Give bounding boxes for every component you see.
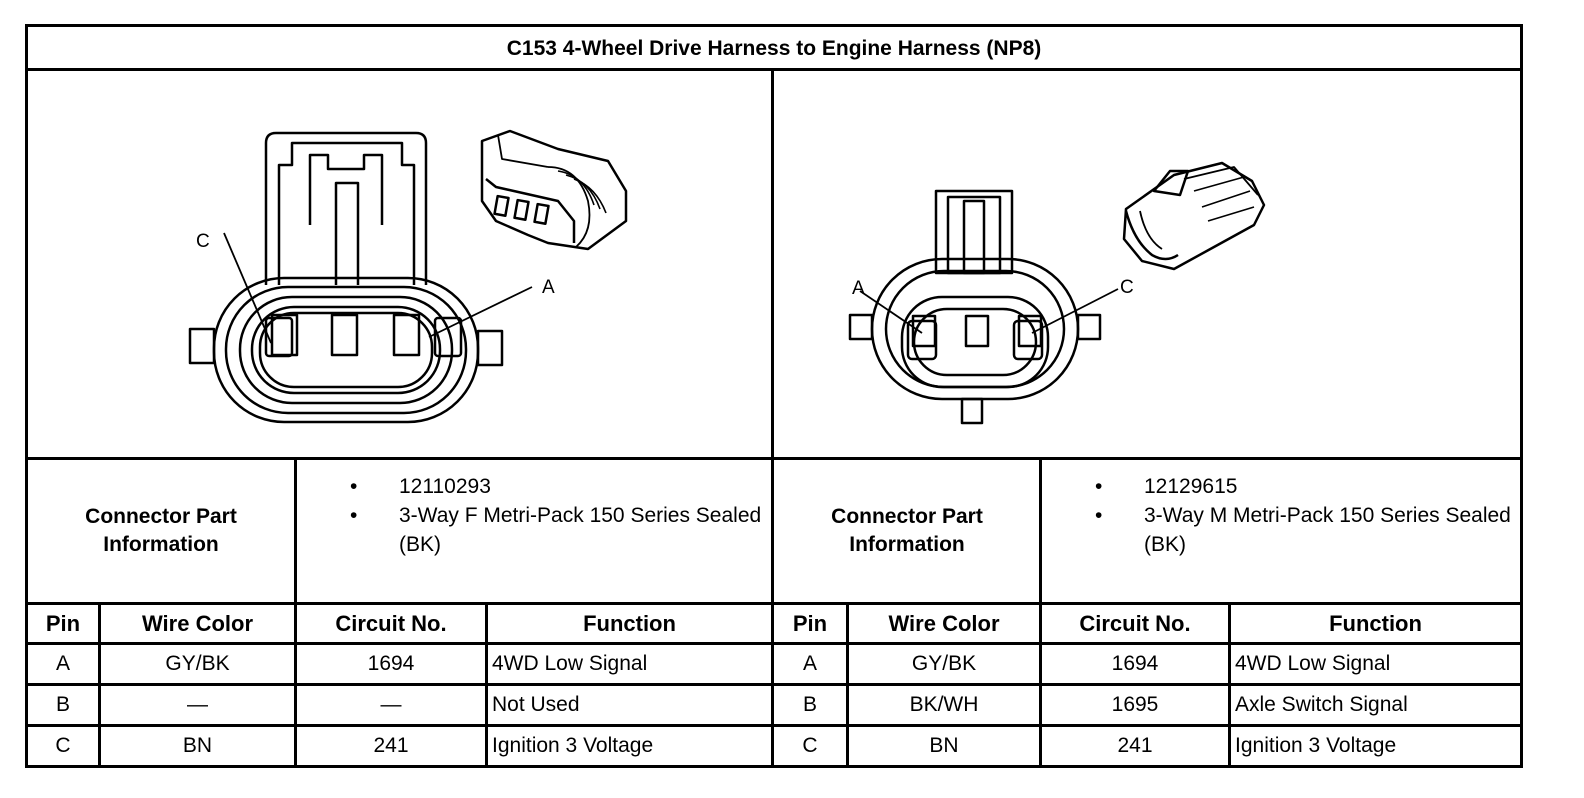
part-description-right: 3-Way M Metri-Pack 150 Series Sealed (BK…: [1091, 501, 1516, 559]
table-cell: 1694: [367, 652, 415, 675]
header-circuit-right: Circuit No.: [1079, 610, 1191, 636]
header-pin-right: Pin: [792, 610, 828, 636]
title-divider: [28, 68, 1520, 71]
left-partinfo-divider: [294, 457, 297, 765]
part-description-left: 3-Way F Metri-Pack 150 Series Sealed (BK…: [346, 501, 771, 559]
table-cell: B: [55, 693, 70, 716]
table-cell: —: [380, 693, 402, 716]
connector-part-info-label-right: Connector Part Information: [831, 505, 983, 556]
part-number-left: 12110293: [346, 472, 771, 501]
right-partinfo-divider: [1039, 457, 1042, 765]
header-divider: [28, 642, 1520, 645]
header-wire-color-right: Wire Color: [888, 610, 1000, 636]
connector-diagram-female: C A: [188, 129, 628, 424]
table-cell: A: [802, 652, 817, 675]
row-divider-1: [28, 683, 1520, 686]
part-info-list-right: 12129615 3-Way M Metri-Pack 150 Series S…: [1091, 472, 1516, 559]
part-number-right: 12129615: [1091, 472, 1516, 501]
table-cell: GY/BK: [165, 652, 230, 675]
sheet-title: C153 4-Wheel Drive Harness to Engine Har…: [506, 37, 1042, 60]
table-cell: —: [187, 693, 208, 716]
connector-diagram-male: A C: [848, 161, 1266, 425]
table-cell: BK/WH: [909, 693, 979, 716]
left-col-divider-3: [485, 602, 488, 765]
table-cell: 4WD Low Signal: [1235, 652, 1391, 675]
header-function-right: Function: [1329, 610, 1422, 636]
header-pin-left: Pin: [45, 610, 81, 636]
table-cell: A: [55, 652, 70, 675]
part-info-list-left: 12110293 3-Way F Metri-Pack 150 Series S…: [346, 472, 771, 559]
pin-label-c-right: C: [1120, 277, 1134, 298]
table-cell: GY/BK: [911, 652, 977, 675]
partinfo-divider: [28, 602, 1520, 605]
table-cell: Not Used: [492, 693, 580, 716]
table-cell: 241: [373, 734, 409, 757]
table-cell: BN: [929, 734, 959, 757]
row-divider-2: [28, 724, 1520, 727]
connector-sheet: C153 4-Wheel Drive Harness to Engine Har…: [25, 24, 1523, 768]
table-cell: Ignition 3 Voltage: [1235, 734, 1397, 757]
table-cell: B: [802, 693, 817, 716]
right-col-divider-1: [846, 602, 849, 765]
right-col-divider-3: [1228, 602, 1231, 765]
connector-part-info-label-left: Connector Part Information: [85, 505, 237, 556]
pin-label-a-left: A: [542, 277, 555, 298]
left-col-divider-1: [98, 602, 101, 765]
header-function-left: Function: [583, 610, 676, 636]
table-cell: C: [802, 734, 818, 757]
table-cell: C: [55, 734, 71, 757]
table-cell: BN: [182, 734, 213, 757]
pin-label-c-left: C: [196, 231, 210, 252]
pin-label-a-right: A: [852, 278, 865, 299]
header-wire-color-left: Wire Color: [141, 610, 254, 636]
table-cell: 1694: [1111, 652, 1159, 675]
center-divider: [771, 68, 774, 765]
table-cell: 241: [1117, 734, 1153, 757]
table-cell: 4WD Low Signal: [492, 652, 648, 675]
diagram-divider: [28, 457, 1520, 460]
header-circuit-left: Circuit No.: [335, 610, 447, 636]
table-cell: 1695: [1111, 693, 1159, 716]
table-cell: Ignition 3 Voltage: [492, 734, 654, 757]
table-cell: Axle Switch Signal: [1235, 693, 1408, 716]
